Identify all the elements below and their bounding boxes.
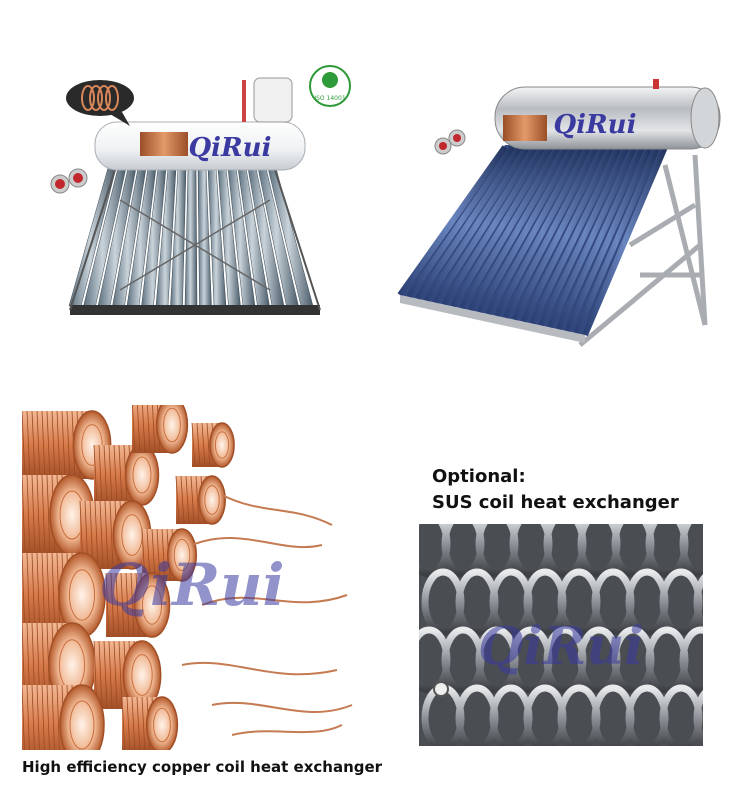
vacuum-tube bbox=[485, 145, 584, 316]
vacuum-tube bbox=[494, 145, 592, 318]
vacuum-tube bbox=[432, 145, 538, 305]
vacuum-tube bbox=[415, 145, 523, 301]
vacuum-tube bbox=[564, 145, 653, 333]
iso-label: ISO 14001 bbox=[314, 95, 345, 102]
vacuum-tube bbox=[503, 145, 600, 320]
vacuum-tube bbox=[529, 145, 622, 325]
vacuum-tube bbox=[555, 145, 645, 331]
steel-coil bbox=[679, 524, 703, 578]
vacuum-tube bbox=[467, 145, 569, 312]
steel-coil bbox=[693, 690, 703, 746]
sus-title-line1: Optional: bbox=[432, 466, 526, 487]
vacuum-tube bbox=[511, 145, 607, 322]
vacuum-tube bbox=[423, 145, 531, 303]
watermark: QiRui bbox=[100, 551, 285, 619]
copper-caption: High efficiency copper coil heat exchang… bbox=[22, 758, 383, 776]
brand-logo: QiRui bbox=[189, 133, 272, 163]
vacuum-tube bbox=[184, 167, 198, 307]
vacuum-tube bbox=[459, 145, 561, 310]
vacuum-tube bbox=[547, 145, 638, 329]
vacuum-tube bbox=[397, 145, 508, 297]
steel-coil bbox=[679, 626, 703, 694]
vacuum-tube bbox=[573, 145, 661, 335]
vacuum-tube bbox=[450, 145, 554, 308]
vacuum-tube bbox=[406, 145, 516, 299]
watermark: QiRui bbox=[478, 616, 644, 677]
sus-coil-photo: QiRui bbox=[419, 524, 703, 746]
steel-coil bbox=[693, 574, 703, 630]
solar-heater-white: ISO 14001 QiRui bbox=[30, 60, 360, 350]
brand-logo: QiRui bbox=[554, 110, 637, 140]
vacuum-tube bbox=[476, 145, 577, 314]
sus-title-line2: SUS coil heat exchanger bbox=[432, 492, 679, 513]
vacuum-tube bbox=[520, 145, 615, 324]
vacuum-tube bbox=[582, 145, 668, 337]
copper-coil-photo: QiRui bbox=[22, 405, 362, 750]
solar-heater-stainless: QiRui bbox=[395, 75, 735, 365]
vacuum-tube bbox=[538, 145, 630, 327]
vacuum-tube bbox=[441, 145, 546, 307]
